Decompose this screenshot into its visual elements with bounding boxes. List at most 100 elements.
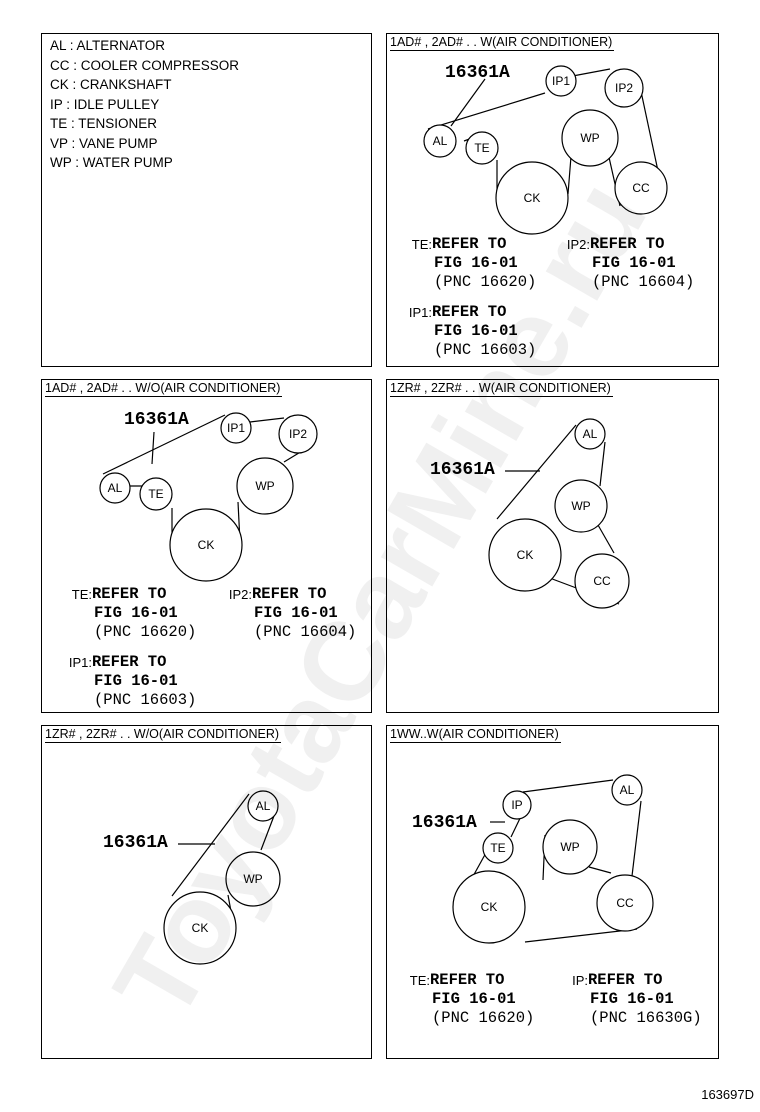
ref-ip1: IP1: REFER TO FIG 16-01 (PNC 16603): [409, 303, 536, 360]
panel-title: 1ZR# , 2ZR# . . W(AIR CONDITIONER): [390, 381, 613, 397]
label-te: TE: [474, 141, 489, 155]
panel-title: 1WW..W(AIR CONDITIONER): [390, 727, 561, 743]
ref-label: IP2:: [566, 237, 590, 252]
pulley-wp: [542, 819, 598, 875]
pulley-al: [99, 472, 131, 504]
panel-1ad-with-ac: 1AD# , 2AD# . . W(AIR CONDITIONER) IP1 I…: [386, 33, 719, 367]
ref-label: IP:: [572, 973, 588, 988]
legend-panel: AL : ALTERNATOR CC : COOLER COMPRESSOR C…: [41, 33, 372, 367]
pulley-ck: [169, 508, 243, 582]
label-al: AL: [256, 799, 271, 813]
belt-diagram: AL WP CK: [163, 790, 281, 965]
ref-line: FIG 16-01: [434, 254, 518, 272]
pulley-wp: [561, 109, 619, 167]
label-te: TE: [490, 841, 505, 855]
ref-label: TE:: [409, 973, 430, 988]
document-number: 163697D: [701, 1087, 754, 1102]
panel-1ad-without-ac: 1AD# , 2AD# . . W/O(AIR CONDITIONER) IP1…: [41, 379, 372, 713]
ref-label: IP1:: [68, 655, 92, 670]
legend-item: CK : CRANKSHAFT: [50, 77, 172, 92]
panel-title: 1AD# , 2AD# . . W(AIR CONDITIONER): [390, 35, 615, 51]
ref-line: FIG 16-01: [94, 604, 178, 622]
label-ip1: IP1: [552, 74, 570, 88]
label-wp: WP: [560, 840, 579, 854]
pulley-al: [247, 790, 279, 822]
ref-line: FIG 16-01: [432, 990, 516, 1008]
ref-te: TE: REFER TO FIG 16-01 (PNC 16620): [412, 235, 537, 292]
part-number-label: 16361A: [124, 410, 189, 430]
label-te: TE: [148, 487, 163, 501]
ref-line: (PNC 16630G): [590, 1009, 702, 1027]
ref-line: REFER TO: [252, 585, 327, 603]
pulley-te: [465, 131, 499, 165]
ref-label: IP1:: [408, 305, 432, 320]
pulley-ip1: [220, 412, 252, 444]
belt-diagram: IP1 IP2 AL TE WP CK: [99, 412, 318, 582]
ref-line: FIG 16-01: [434, 322, 518, 340]
ref-te: TE: REFER TO FIG 16-01 (PNC 16620): [410, 971, 535, 1028]
ref-ip2: IP2: REFER TO FIG 16-01 (PNC 16604): [567, 235, 695, 292]
ref-line: REFER TO: [432, 235, 507, 253]
ref-ip: IP: REFER TO FIG 16-01 (PNC 16630G): [572, 971, 702, 1028]
pulley-wp: [225, 851, 281, 907]
ref-line: REFER TO: [432, 303, 507, 321]
pulley-ck: [488, 518, 562, 592]
label-ip2: IP2: [289, 427, 307, 441]
ref-line: (PNC 16604): [254, 623, 357, 641]
label-wp: WP: [255, 479, 274, 493]
ref-line: REFER TO: [590, 235, 665, 253]
pulley-wp: [236, 457, 294, 515]
pulley-al: [423, 124, 457, 158]
ref-line: REFER TO: [92, 585, 167, 603]
legend-list: AL : ALTERNATOR CC : COOLER COMPRESSOR C…: [50, 36, 239, 173]
pulley-cc: [614, 161, 668, 215]
belt-diagram: IP AL TE WP CK CC: [452, 774, 654, 944]
ref-line: (PNC 16620): [434, 273, 537, 291]
pulley-te: [139, 477, 173, 511]
legend-item: TE : TENSIONER: [50, 116, 158, 131]
legend-item: CC : COOLER COMPRESSOR: [50, 57, 240, 73]
ref-line: REFER TO: [588, 971, 663, 989]
panel-title: 1AD# , 2AD# . . W/O(AIR CONDITIONER): [45, 381, 283, 397]
pulley-ip2: [604, 68, 644, 108]
pulley-ck: [495, 161, 569, 235]
ref-ip1: IP1: REFER TO FIG 16-01 (PNC 16603): [69, 653, 197, 710]
panel-1zr-with-ac: 1ZR# , 2ZR# . . W(AIR CONDITIONER) AL WP…: [386, 379, 719, 713]
pulley-cc: [574, 553, 630, 609]
pulley-al: [574, 418, 606, 450]
label-cc: CC: [593, 574, 611, 588]
ref-te: TE: REFER TO FIG 16-01 (PNC 16620): [72, 585, 197, 642]
ref-line: REFER TO: [92, 653, 167, 671]
panel-title: 1ZR# , 2ZR# . . W/O(AIR CONDITIONER): [45, 727, 282, 743]
panel-1ww-with-ac: 1WW..W(AIR CONDITIONER) IP AL TE WP CK C…: [386, 725, 719, 1059]
ref-line: (PNC 16620): [432, 1009, 535, 1027]
ref-line: FIG 16-01: [590, 990, 674, 1008]
label-ck: CK: [524, 191, 541, 205]
pulley-al: [611, 774, 643, 806]
belt-diagram: IP1 IP2 AL TE WP CK CC: [423, 65, 668, 235]
pulley-ck: [452, 870, 526, 944]
ref-label: TE:: [71, 587, 92, 602]
label-ip2: IP2: [615, 81, 633, 95]
label-wp: WP: [571, 499, 590, 513]
label-al: AL: [620, 783, 635, 797]
part-number-label: 16361A: [445, 63, 510, 83]
ref-line: REFER TO: [430, 971, 505, 989]
ref-label: TE:: [411, 237, 432, 252]
pulley-cc: [596, 874, 654, 932]
ref-line: FIG 16-01: [592, 254, 676, 272]
pulley-ip1: [545, 65, 577, 97]
legend-item: AL : ALTERNATOR: [50, 38, 166, 53]
label-ip: IP: [511, 798, 522, 812]
label-al: AL: [583, 427, 598, 441]
panel-1zr-without-ac: 1ZR# , 2ZR# . . W/O(AIR CONDITIONER) AL …: [41, 725, 372, 1059]
ref-ip2: IP2: REFER TO FIG 16-01 (PNC 16604): [229, 585, 357, 642]
legend-item: VP : VANE PUMP: [50, 135, 158, 151]
ref-line: (PNC 16604): [592, 273, 695, 291]
part-leader-line: [450, 78, 486, 127]
pulley-ip2: [278, 414, 318, 454]
ref-line: (PNC 16603): [94, 691, 197, 709]
label-al: AL: [108, 481, 123, 495]
label-al: AL: [433, 134, 448, 148]
label-cc: CC: [632, 181, 650, 195]
